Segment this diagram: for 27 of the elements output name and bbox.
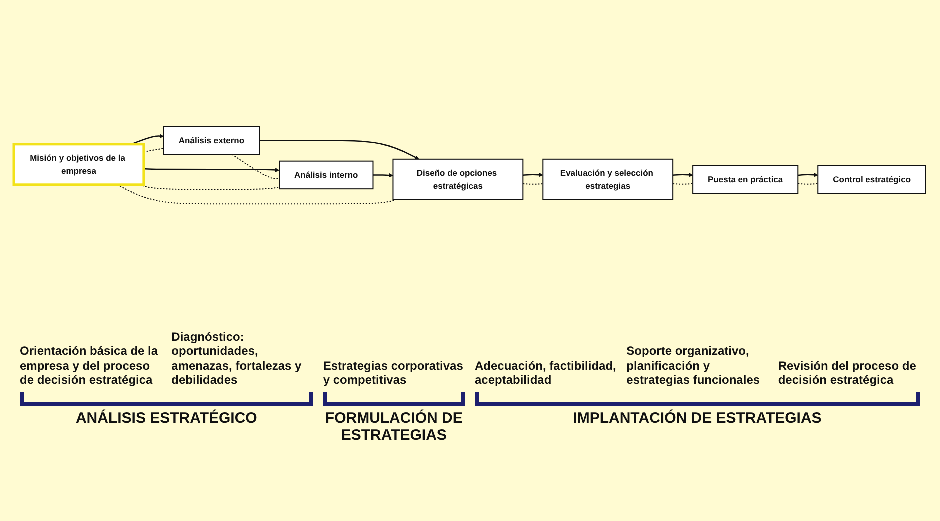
node-box: Control estratégico xyxy=(818,164,926,194)
arrow xyxy=(673,172,694,177)
description-text: Diagnóstico: oportunidades, amenazas, fortalezas y debilidades xyxy=(172,330,303,388)
description-text: Revisión del proceso de decisión estratégica xyxy=(778,358,918,388)
node-box: Análisis interno xyxy=(279,160,374,190)
arrow xyxy=(131,134,164,144)
node-box: Misión y objetivos de la empresa xyxy=(12,142,146,186)
node-box: Diseño de opciones estratégicas xyxy=(392,158,524,200)
arrow xyxy=(373,172,394,178)
node-box: Puesta en práctica xyxy=(692,164,799,194)
description-text: Adecuación, factibilidad, aceptabilidad xyxy=(475,358,617,388)
arrow xyxy=(144,168,280,172)
node-box: Análisis externo xyxy=(163,126,260,155)
description-text: Estrategias corporativas y competitivas xyxy=(323,358,464,388)
phase-heading: FORMULACIÓN DE ESTRATEGIAS xyxy=(324,410,464,444)
phase-heading: ANÁLISIS ESTRATÉGICO xyxy=(74,410,258,429)
arrow xyxy=(260,140,420,160)
arrow xyxy=(523,172,544,177)
description-text: Orientación básica de la empresa y del proceso de decisión estratégica xyxy=(20,344,160,388)
phase-heading: IMPLANTACIÓN DE ESTRATEGIAS xyxy=(572,410,823,429)
connector xyxy=(672,182,694,184)
connector xyxy=(232,154,280,180)
arrow xyxy=(798,172,818,177)
connector xyxy=(522,182,544,184)
node-box: Evaluación y selección estrategias xyxy=(542,158,674,200)
description-text: Soporte organizativo, planificación y estrategias funcionales xyxy=(626,344,762,388)
connector xyxy=(798,182,819,184)
